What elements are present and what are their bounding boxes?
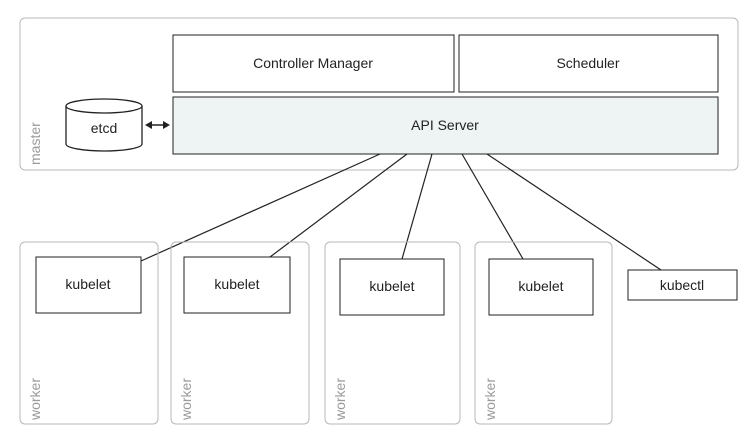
kubelet-label: kubelet: [369, 278, 414, 294]
worker-node-3: worker kubelet: [324, 241, 461, 425]
controller-manager: Controller Manager: [172, 34, 455, 93]
worker-label: worker: [27, 378, 43, 421]
controller-manager-box: [172, 34, 455, 93]
etcd-label: etcd: [91, 120, 117, 136]
etcd-database: etcd: [65, 98, 143, 152]
scheduler: Scheduler: [458, 34, 719, 93]
connection-line-worker-2: [269, 153, 408, 258]
worker-container: [474, 241, 613, 425]
worker-label: worker: [178, 378, 194, 421]
kubectl-box: [627, 269, 738, 301]
connection-line-worker-1: [140, 153, 381, 262]
api-server-box: [172, 96, 719, 155]
api-server-label: API Server: [411, 117, 479, 133]
kubelet-box: [488, 258, 594, 316]
worker-node-4: worker kubelet: [474, 241, 613, 425]
worker-node-2: worker kubelet: [170, 241, 310, 425]
worker-label: worker: [482, 378, 498, 421]
kubelet-label: kubelet: [65, 276, 110, 292]
worker-node-1: worker kubelet: [19, 241, 159, 425]
etcd-cylinder-icon: [65, 106, 143, 152]
master-label: master: [27, 122, 43, 165]
kubelet-label: kubelet: [518, 278, 563, 294]
scheduler-label: Scheduler: [556, 55, 619, 71]
scheduler-box: [458, 34, 719, 93]
kubectl-label: kubectl: [660, 277, 704, 293]
etcd-api-double-arrow-icon: [145, 121, 170, 129]
master-node: master Controller Manager Scheduler API …: [19, 17, 739, 171]
kubectl-client: kubectl: [627, 269, 738, 301]
kubelet-box: [183, 256, 291, 314]
kubelet-box: [339, 258, 445, 316]
worker-label: worker: [332, 378, 348, 421]
worker-container: [324, 241, 461, 425]
connection-line-kubectl: [486, 153, 662, 271]
api-server: API Server: [172, 96, 719, 155]
controller-manager-label: Controller Manager: [253, 55, 373, 71]
worker-container: [19, 241, 159, 425]
worker-container: [170, 241, 310, 425]
kubelet-box: [35, 256, 142, 314]
kubelet-label: kubelet: [214, 276, 259, 292]
api-connections: [140, 153, 662, 271]
etcd-cylinder-top: [65, 98, 143, 114]
